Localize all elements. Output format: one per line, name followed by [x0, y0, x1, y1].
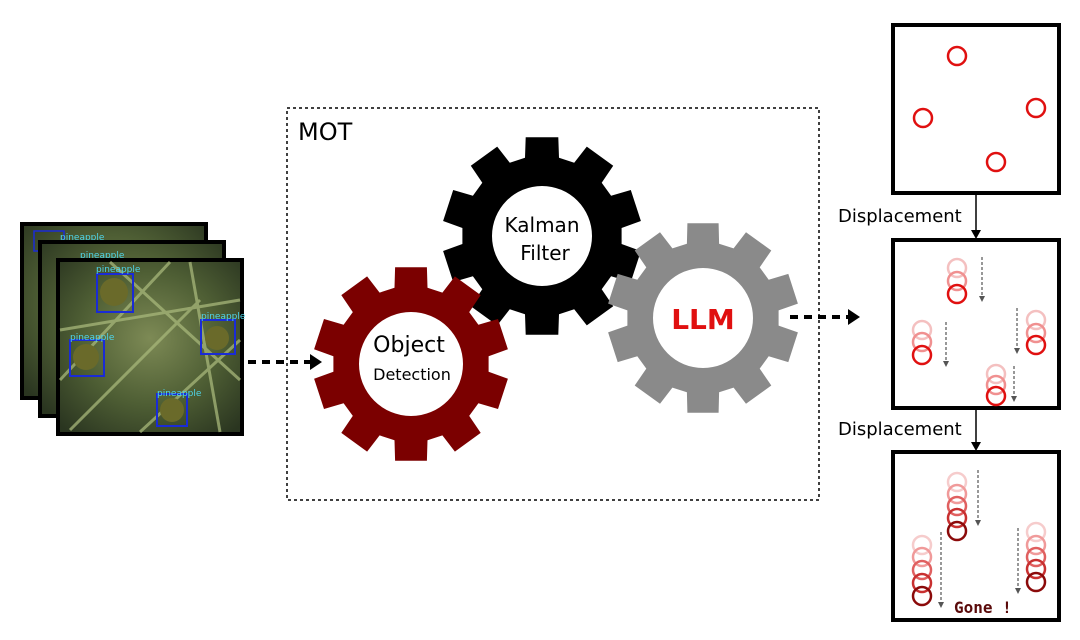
llm-gear: LLM: [608, 223, 798, 413]
tracked-object: [946, 283, 968, 305]
displacement-label-1: Displacement: [838, 206, 962, 227]
displacement-connector-1: [971, 194, 981, 239]
tracked-object: [911, 344, 933, 366]
output-panel-2: [891, 238, 1061, 410]
tracked-object: [946, 45, 968, 67]
bbox-label: pineapple: [157, 389, 202, 399]
tracked-object: [1025, 571, 1047, 593]
bbox-label: pineapple: [201, 312, 246, 322]
kalman-label-line2: Filter: [520, 241, 570, 265]
input-frame-front: pineapple pineapple pineapple pineapple: [56, 258, 246, 436]
object-detection-gear: Object Detection: [314, 267, 508, 461]
gone-label: Gone !: [954, 598, 1012, 617]
detection-box: pineapple: [200, 312, 246, 355]
tracked-object: [985, 151, 1007, 173]
output-panel-3: Gone !: [891, 450, 1061, 622]
displacement-connector-2: [971, 409, 981, 451]
input-frames: pineapple pineapple pineapple: [20, 222, 246, 436]
arrow-mot-to-output: [790, 309, 860, 325]
tracked-object: [911, 585, 933, 607]
detection-label-line1: Object: [373, 333, 445, 358]
tracked-object: [1025, 334, 1047, 356]
tracked-object: [985, 385, 1007, 407]
tracked-object: [946, 520, 968, 542]
tracked-object: [1025, 97, 1047, 119]
detection-box: pineapple: [156, 389, 202, 427]
tracked-object: [912, 107, 934, 129]
detection-box: pineapple: [96, 265, 141, 313]
kalman-filter-gear: Kalman Filter: [443, 137, 641, 335]
kalman-label-line1: Kalman: [505, 213, 580, 237]
bbox-label: pineapple: [70, 333, 115, 343]
detection-label-line2: Detection: [373, 365, 451, 384]
arrow-frames-to-mot: [248, 354, 322, 370]
bbox-label: pineapple: [96, 265, 141, 275]
displacement-label-2: Displacement: [838, 419, 962, 440]
bbox-label: pineapple: [60, 233, 105, 243]
mot-label: MOT: [298, 118, 353, 146]
output-panel-1: [891, 23, 1061, 195]
bbox-label: pineapple: [80, 251, 125, 261]
mot-box: [286, 107, 820, 501]
llm-label: LLM: [671, 303, 735, 336]
detection-box: pineapple: [69, 333, 115, 377]
